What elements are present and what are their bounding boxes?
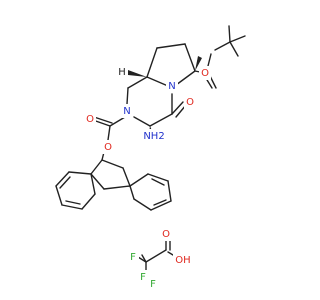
label-background <box>160 227 172 241</box>
bond <box>93 116 113 124</box>
bond <box>133 116 151 127</box>
bond <box>229 41 239 57</box>
bond <box>103 185 131 190</box>
bond <box>147 173 169 182</box>
bond <box>126 87 129 105</box>
bond <box>55 171 70 187</box>
bonds <box>55 25 246 271</box>
fluorine-label-2: F <box>140 272 146 283</box>
bond <box>171 101 184 115</box>
fmoc-oxygen-label: O <box>104 142 112 153</box>
fluorine-label-3: F <box>150 279 156 290</box>
bond <box>65 200 81 205</box>
bond <box>68 171 92 175</box>
ester-oxygen-label: O <box>201 68 209 79</box>
bond <box>101 159 124 169</box>
bond <box>129 173 149 187</box>
atom-labels: N N O O O O NH2 H O OH F F F <box>84 66 211 291</box>
label-background <box>199 66 211 80</box>
carbamate-oxygen-label: O <box>86 114 94 125</box>
bond <box>90 159 103 175</box>
label-background <box>173 253 193 267</box>
bond <box>61 204 83 210</box>
bond <box>90 173 96 195</box>
label-background <box>137 270 149 284</box>
label-background <box>139 129 169 143</box>
label-background <box>121 104 133 118</box>
label-background <box>147 277 159 291</box>
carbonyl-oxygen-label: O <box>186 97 194 108</box>
bond <box>137 256 147 263</box>
bond <box>59 176 71 189</box>
bond <box>133 198 152 211</box>
bond <box>151 178 165 186</box>
ring-nitrogen-label: N <box>123 106 130 117</box>
tfa-carbonyl-oxygen-label: O <box>162 229 170 240</box>
bond <box>127 76 148 89</box>
label-background <box>166 78 178 92</box>
amino-group-label: NH2 <box>143 131 164 142</box>
molecule-drawing: N N O O O O NH2 H O OH F F F <box>55 25 246 291</box>
wedge-bond <box>128 70 147 77</box>
label-background <box>127 250 139 264</box>
structure-canvas: N N O O O O NH2 H O OH F F F <box>55 25 246 291</box>
pyrrolidine-nitrogen-label: N <box>168 81 175 92</box>
bond <box>109 116 126 127</box>
bond <box>145 249 167 263</box>
bond <box>146 47 158 78</box>
fluorine-label-1: F <box>130 252 136 263</box>
bond <box>141 254 147 263</box>
bond <box>214 41 231 51</box>
bond <box>149 113 173 127</box>
bond <box>90 173 105 190</box>
bond <box>184 43 196 72</box>
wedge-bond <box>195 56 202 71</box>
bond <box>146 76 169 87</box>
bond <box>150 200 172 211</box>
bond <box>107 125 111 141</box>
label-background <box>102 140 114 154</box>
bond <box>228 25 231 43</box>
bond <box>229 35 246 43</box>
bond <box>167 180 172 202</box>
tfa-hydroxyl-label: OH <box>175 255 190 266</box>
bond <box>55 185 63 206</box>
bond <box>81 193 96 210</box>
bond <box>175 70 196 86</box>
label-background <box>84 112 96 126</box>
label-background <box>184 95 196 109</box>
bond <box>122 167 131 187</box>
wedges <box>128 56 202 133</box>
stereo-hydrogen-label: H <box>118 67 126 78</box>
bond <box>153 199 167 206</box>
bond <box>129 185 135 200</box>
bond <box>156 43 186 49</box>
